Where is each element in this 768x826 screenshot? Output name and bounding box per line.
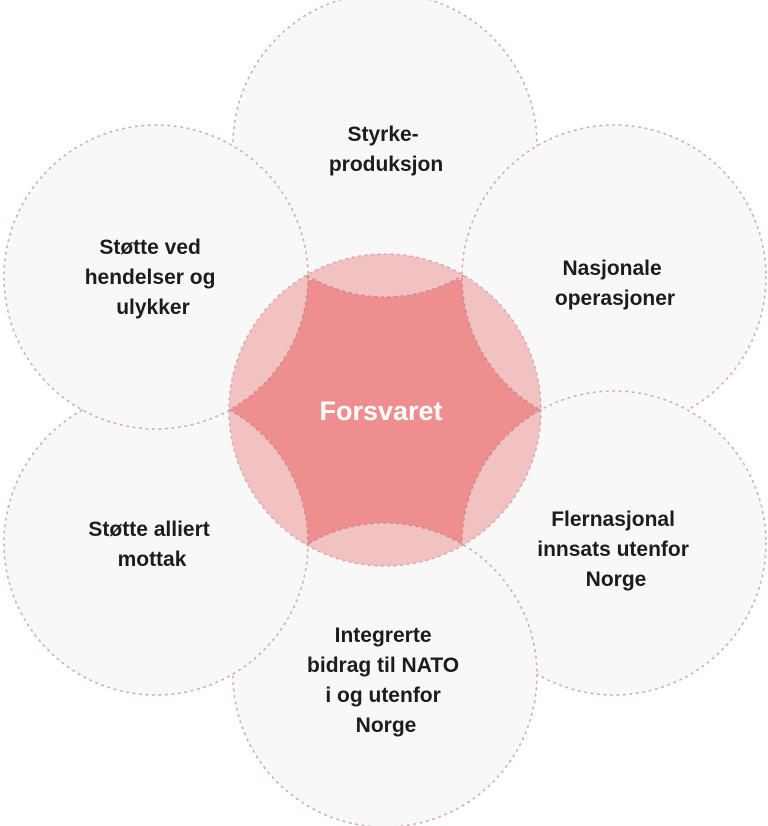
center-star-shape bbox=[229, 280, 541, 545]
petal-group bbox=[3, 0, 767, 826]
petal-circle-styrkeproduksjon bbox=[232, 0, 538, 298]
petal-label-flernasjonal-innsats: Flernasjonal innsats utenfor Norge bbox=[537, 508, 695, 591]
petal-label-stotte-hendelser: Støtte ved hendelser og ulykker bbox=[85, 236, 222, 319]
petal-label-styrkeproduksjon: Styrke- produksjon bbox=[329, 123, 443, 176]
petal-labels: Styrke- produksjon Nasjonale operasjoner… bbox=[85, 123, 695, 737]
petal-label-nasjonale-operasjoner: Nasjonale operasjoner bbox=[555, 257, 675, 310]
center-ring-outline bbox=[228, 253, 542, 567]
center-petal-outlines bbox=[229, 254, 541, 566]
center-label: Forsvaret bbox=[319, 396, 442, 426]
petal-circle-flernasjonal-innsats bbox=[461, 390, 767, 696]
petal-label-stotte-alliert-mottak: Støtte alliert mottak bbox=[88, 518, 215, 571]
petal-circle-nasjonale-operasjoner bbox=[461, 124, 767, 430]
petal-label-integrerte-bidrag: Integrerte bidrag til NATO i og utenfor … bbox=[307, 624, 465, 737]
